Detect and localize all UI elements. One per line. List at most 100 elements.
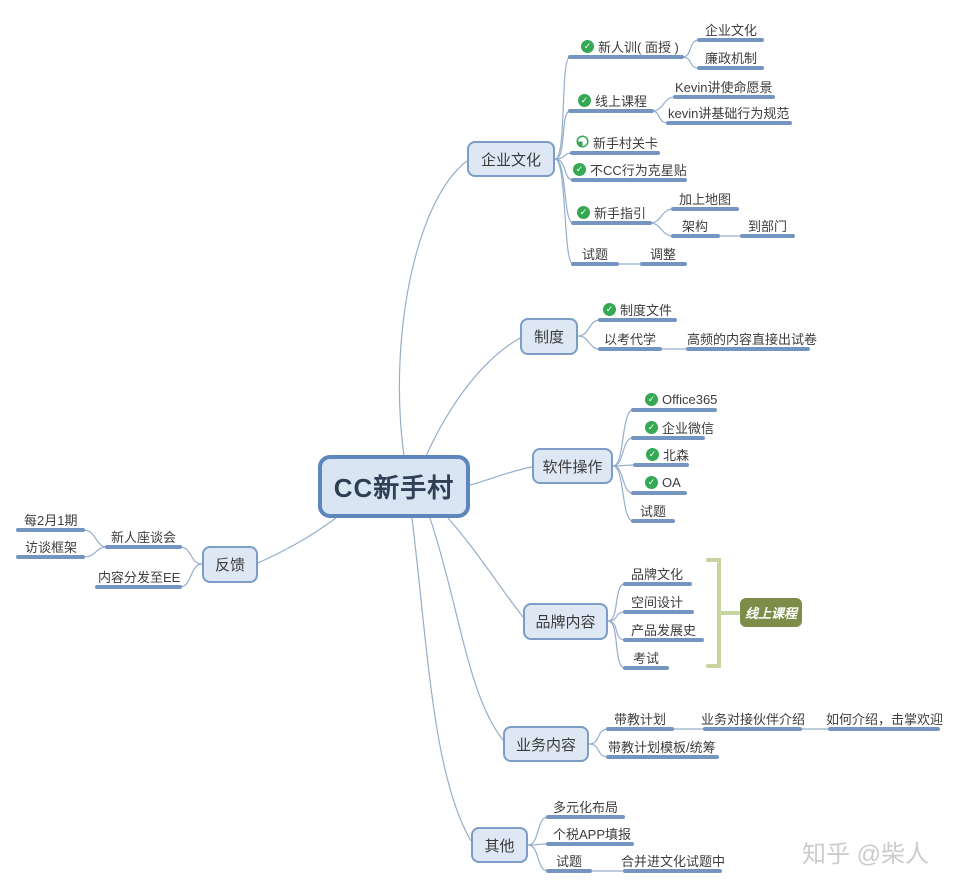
check-icon	[646, 448, 659, 461]
topic-label: OA	[662, 475, 681, 490]
topic-label: 品牌文化	[631, 567, 684, 582]
topic-label: 每2月1期	[24, 513, 78, 528]
topic-label: 新手指引	[594, 206, 647, 221]
topic-high-freq[interactable]: 高频的内容直接出试卷	[687, 330, 817, 347]
branch-label: 品牌内容	[535, 614, 596, 631]
topic-wecom[interactable]: 企业微信	[645, 419, 714, 436]
topic-label: 北森	[663, 448, 690, 463]
branch-label: 制度	[533, 329, 564, 346]
topic-label: 到部门	[748, 219, 788, 234]
check-icon	[645, 476, 658, 489]
topic-biweekly[interactable]: 每2月1期	[24, 511, 77, 528]
topic-label: 企业文化	[705, 23, 758, 38]
topic-kevin-behavior[interactable]: kevin讲基础行为规范	[668, 104, 789, 121]
branch-node-business[interactable]: 业务内容	[503, 726, 589, 762]
topic-beisen[interactable]: 北森	[646, 446, 689, 463]
topic-partner-intro[interactable]: 业务对接伙伴介绍	[701, 710, 805, 727]
topic-village-levels[interactable]: 新手村关卡	[576, 134, 658, 151]
topic-tax-app[interactable]: 个税APP填报	[553, 825, 631, 842]
topic-adjust[interactable]: 调整	[650, 245, 676, 262]
topic-mentoring-plan[interactable]: 带教计划	[614, 710, 666, 727]
topic-quiz-other[interactable]: 试题	[556, 852, 582, 869]
topic-to-department[interactable]: 到部门	[748, 217, 787, 234]
topic-distribute-ee[interactable]: 内容分发至EE	[98, 568, 180, 585]
topic-corp-culture[interactable]: 企业文化	[705, 21, 757, 38]
check-icon	[573, 163, 586, 176]
branch-node-policy[interactable]: 制度	[520, 318, 578, 355]
branch-node-culture[interactable]: 企业文化	[467, 141, 555, 177]
topic-label: 企业微信	[662, 421, 715, 436]
watermark: 知乎 @柴人	[802, 841, 930, 868]
topic-newbie-guide[interactable]: 新手指引	[577, 204, 646, 221]
branch-label: 反馈	[214, 557, 245, 574]
topic-diversification[interactable]: 多元化布局	[553, 798, 618, 815]
topic-label: 带教计划模板/统筹	[608, 740, 716, 755]
branch-node-software[interactable]: 软件操作	[532, 448, 613, 484]
topic-mentoring-template[interactable]: 带教计划模板/统筹	[608, 738, 716, 755]
topic-label: 廉政机制	[705, 51, 758, 66]
topic-integrity[interactable]: 廉政机制	[705, 49, 757, 66]
branch-curves	[82, 39, 830, 872]
branch-node-other[interactable]: 其他	[471, 827, 528, 863]
topic-label: Kevin讲使命愿景	[675, 80, 773, 95]
branch-label: 业务内容	[515, 736, 576, 754]
branch-label: 软件操作	[542, 458, 603, 476]
topic-label: 不CC行为克星贴	[590, 163, 687, 178]
topic-label: 新人座谈会	[111, 530, 177, 545]
check-icon	[577, 206, 590, 219]
check-icon	[645, 393, 658, 406]
topic-kevin-mission[interactable]: Kevin讲使命愿景	[675, 78, 773, 95]
topic-label: 多元化布局	[553, 800, 619, 815]
topic-how-to-intro[interactable]: 如何介绍，击掌欢迎	[826, 710, 943, 727]
topic-label: Office365	[662, 392, 718, 407]
topic-space-design[interactable]: 空间设计	[631, 593, 683, 610]
topic-oa[interactable]: OA	[645, 474, 681, 491]
callout-online-course[interactable]: 线上课程	[740, 598, 802, 627]
topic-label: 线上课程	[595, 94, 648, 109]
branch-label: 其他	[484, 837, 515, 855]
topic-label: 内容分发至EE	[98, 570, 181, 585]
topic-structure[interactable]: 架构	[682, 217, 708, 234]
branch-label: 企业文化	[480, 151, 541, 169]
root-node-label: CC新手村	[333, 473, 455, 503]
topic-label: 新手村关卡	[593, 136, 659, 151]
branch-node-brand[interactable]: 品牌内容	[523, 603, 608, 640]
topic-label: 产品发展史	[631, 623, 697, 638]
check-icon	[603, 303, 616, 316]
branch-node-feedback[interactable]: 反馈	[202, 546, 258, 583]
topic-symposium[interactable]: 新人座谈会	[111, 528, 176, 545]
topic-merge-into-culture[interactable]: 合并进文化试题中	[621, 852, 725, 869]
topic-label: 个税APP填报	[553, 827, 632, 842]
topic-label: 考试	[633, 651, 660, 666]
topic-label: 调整	[650, 247, 677, 262]
topic-label: 合并进文化试题中	[621, 854, 726, 869]
topic-interview-framework[interactable]: 访谈框架	[25, 538, 77, 555]
topic-newcomer-training[interactable]: 新人训( 面授 )	[581, 38, 679, 55]
topic-label: 如何介绍，击掌欢迎	[826, 712, 944, 727]
topic-label: 加上地图	[679, 192, 732, 207]
topic-label: 架构	[682, 219, 709, 234]
check-icon	[581, 40, 594, 53]
topic-office365[interactable]: Office365	[645, 391, 717, 408]
topic-quiz-culture[interactable]: 试题	[582, 245, 608, 262]
topic-quiz-software[interactable]: 试题	[640, 502, 666, 519]
check-icon	[578, 94, 591, 107]
topic-exam[interactable]: 考试	[633, 649, 659, 666]
topic-product-history[interactable]: 产品发展史	[631, 621, 696, 638]
topic-exam-as-learning[interactable]: 以考代学	[604, 330, 656, 347]
topic-underlines	[16, 38, 940, 873]
topic-label: 试题	[556, 854, 583, 869]
topic-policy-docs[interactable]: 制度文件	[603, 301, 672, 318]
topic-label: 访谈框架	[25, 540, 78, 555]
pie-progress-icon	[576, 134, 589, 151]
topic-add-map[interactable]: 加上地图	[679, 190, 731, 207]
topic-online-course[interactable]: 线上课程	[578, 92, 647, 109]
root-node[interactable]: CC新手村	[318, 455, 470, 518]
topic-no-cc-sticker[interactable]: 不CC行为克星贴	[573, 161, 687, 178]
topic-label: 新人训( 面授 )	[598, 40, 679, 55]
topic-brand-culture[interactable]: 品牌文化	[631, 565, 683, 582]
topic-label: 试题	[582, 247, 609, 262]
topic-label: 高频的内容直接出试卷	[687, 332, 818, 347]
callout-label: 线上课程	[744, 606, 797, 621]
